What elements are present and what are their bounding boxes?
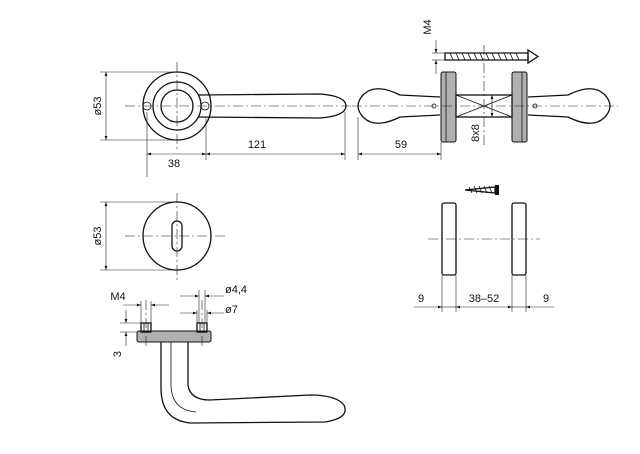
dim-door-thickness-range: 38–52 [469,293,500,305]
dim-lever-projection: 59 [395,139,407,151]
rose-right-top [511,71,528,143]
top-view-handle-set: M4 8x8 59 [352,19,618,160]
wood-screw-head [495,185,499,195]
dim-lever-length: 121 [248,139,266,151]
dim-rose-diameter-key: ø53 [92,227,104,246]
rose-left-top [440,71,457,143]
dim-screw-thread-side: M4 [110,291,125,303]
dim-hole-small: ø4,4 [225,284,247,296]
dim-rose-thickness-right: 9 [543,293,549,305]
front-view-lever-rose: ø53 38 121 [92,62,354,177]
dim-screw-thread-top: M4 [422,19,434,34]
keyhole-escutcheon-view: ø53 [92,193,228,280]
dim-rose-height: 3 [112,351,124,357]
side-view-roses: 9 38–52 9 [414,185,554,312]
rose-plate-side [136,330,212,343]
dim-lever-offset: 38 [168,158,180,170]
dim-rose-diameter-top: ø53 [92,97,104,116]
lever-body-side [160,342,346,424]
lever-inner-edge [170,342,197,413]
through-bolt-head [527,48,540,65]
dim-hole-large: ø7 [225,304,238,316]
dim-square-spindle: 8x8 [470,124,482,142]
side-view-lever: M4 ø4,4 ø7 3 [110,284,346,424]
dim-rose-thickness-left: 9 [418,293,424,305]
